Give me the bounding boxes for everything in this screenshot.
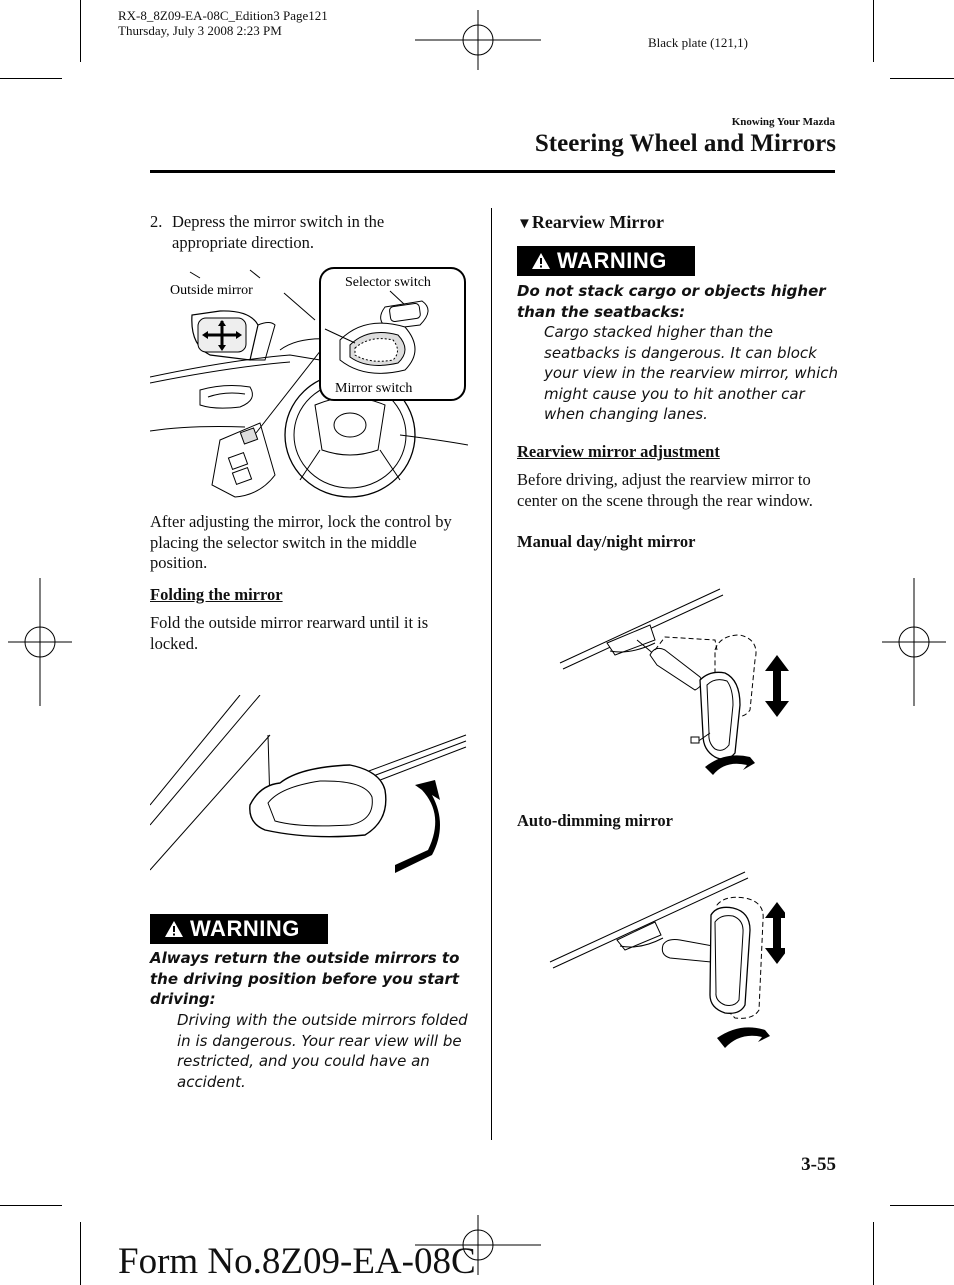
- after-adjusting-text: After adjusting the mirror, lock the con…: [150, 512, 452, 572]
- page-number: 3-55: [801, 1154, 836, 1175]
- rearview-mirror-heading: ▼Rearview Mirror: [517, 212, 664, 232]
- folding-mirror-illustration: [150, 695, 467, 873]
- mirror-switch-illustration: Outside mirror Selector switch Mirror sw…: [150, 267, 468, 498]
- heading-marker-icon: ▼: [517, 216, 532, 232]
- section-name: Knowing Your Mazda: [731, 116, 835, 128]
- registration-mark: [415, 10, 541, 70]
- crop-mark: [80, 1222, 81, 1285]
- right-warning-body: Cargo stacked higher than the seatbacks …: [544, 323, 839, 423]
- column-divider: [491, 208, 492, 1140]
- crop-mark: [890, 1205, 954, 1206]
- registration-mark: [882, 578, 946, 706]
- print-meta-line1: RX-8_8Z09-EA-08C_Edition3 Page121: [118, 8, 328, 23]
- header-rule: [150, 170, 835, 173]
- right-warning-banner: WARNING: [517, 246, 695, 276]
- outside-mirror-label: Outside mirror: [170, 283, 253, 298]
- mirror-switch-label: Mirror switch: [335, 381, 412, 396]
- warning-triangle-icon: [532, 253, 550, 269]
- crop-mark: [873, 0, 874, 62]
- left-warning-body: Driving with the outside mirrors folded …: [177, 1011, 468, 1091]
- crop-mark: [0, 78, 62, 79]
- print-meta-line2: Thursday, July 3 2008 2:23 PM: [118, 23, 282, 38]
- crop-mark: [890, 78, 954, 79]
- page-title: Steering Wheel and Mirrors: [534, 130, 836, 157]
- step-2-number: 2.: [150, 212, 163, 231]
- form-number: Form No.8Z09-EA-08C: [118, 1241, 476, 1282]
- crop-mark: [873, 1222, 874, 1285]
- warning-label: WARNING: [557, 248, 667, 273]
- step-2-text: Depress the mirror switch in the appropr…: [172, 212, 385, 252]
- black-plate-label: Black plate (121,1): [648, 35, 748, 50]
- warning-triangle-icon: [165, 921, 183, 937]
- selector-switch-label: Selector switch: [345, 275, 431, 290]
- manual-mirror-label: Manual day/night mirror: [517, 532, 696, 551]
- folding-mirror-heading: Folding the mirror: [150, 585, 283, 604]
- left-warning-lead: Always return the outside mirrors to the…: [150, 949, 460, 1008]
- warning-label: WARNING: [190, 916, 300, 941]
- rearview-adjustment-heading: Rearview mirror adjustment: [517, 442, 720, 461]
- folding-mirror-text: Fold the outside mirror rearward until i…: [150, 613, 429, 653]
- crop-mark: [80, 0, 81, 62]
- auto-dimming-mirror-label: Auto-dimming mirror: [517, 811, 673, 830]
- left-warning-banner: WARNING: [150, 914, 328, 944]
- registration-mark: [8, 578, 72, 706]
- crop-mark: [0, 1205, 62, 1206]
- manual-mirror-illustration: [559, 588, 789, 775]
- rearview-adjustment-text: Before driving, adjust the rearview mirr…: [517, 470, 813, 510]
- registration-mark: [415, 1215, 541, 1275]
- right-warning-lead: Do not stack cargo or objects higher tha…: [517, 282, 826, 321]
- auto-dimming-mirror-illustration: [549, 871, 785, 1048]
